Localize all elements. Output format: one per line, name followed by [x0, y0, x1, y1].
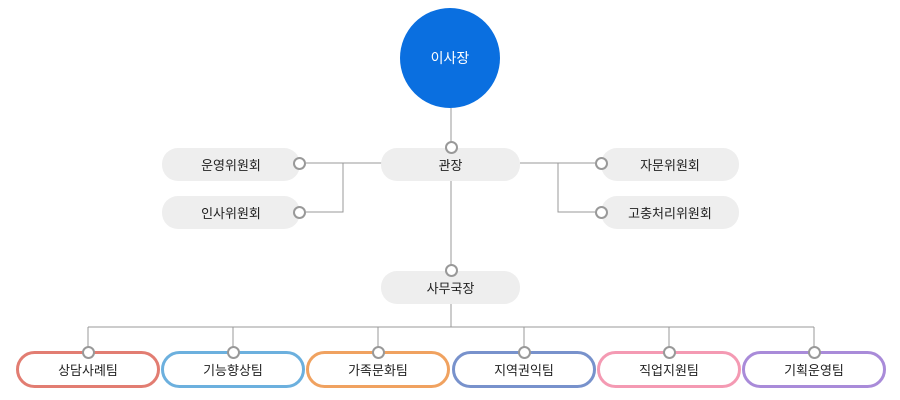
committee-label: 자문위원회	[640, 159, 700, 174]
connector-dot	[445, 264, 458, 277]
connector-dot	[445, 141, 458, 154]
team-label: 직업지원팀	[639, 364, 699, 379]
team-label: 기획운영팀	[784, 364, 844, 379]
connector-dot	[595, 206, 608, 219]
team-label: 지역권익팀	[494, 364, 554, 379]
secretary-general-label: 사무국장	[426, 282, 475, 297]
team-label: 기능향상팀	[203, 364, 263, 379]
connector-dot	[293, 206, 306, 219]
connector-dot	[293, 157, 306, 170]
connector-dot	[663, 346, 676, 359]
committee-label: 운영위원회	[201, 159, 261, 174]
connector-dot	[227, 346, 240, 359]
committee-node-personnel: 인사위원회	[162, 196, 300, 229]
team-label: 가족문화팀	[348, 364, 408, 379]
team-label: 상담사례팀	[58, 364, 118, 379]
chairman-label: 이사장	[430, 51, 470, 67]
committee-node-operation: 운영위원회	[162, 148, 300, 181]
secretary-general-node: 사무국장	[381, 271, 520, 304]
connector-dot	[82, 346, 95, 359]
committee-label: 인사위원회	[201, 207, 261, 222]
committee-label: 고충처리위원회	[628, 207, 712, 222]
director-label: 관장	[438, 159, 463, 174]
chairman-node: 이사장	[400, 8, 500, 108]
committee-node-advisory: 자문위원회	[601, 148, 739, 181]
committee-node-grievance: 고충처리위원회	[601, 196, 739, 229]
connector-dot	[595, 157, 608, 170]
connector-dot	[808, 346, 821, 359]
connector-dot	[372, 346, 385, 359]
director-node: 관장	[381, 148, 520, 181]
connector-dot	[518, 346, 531, 359]
